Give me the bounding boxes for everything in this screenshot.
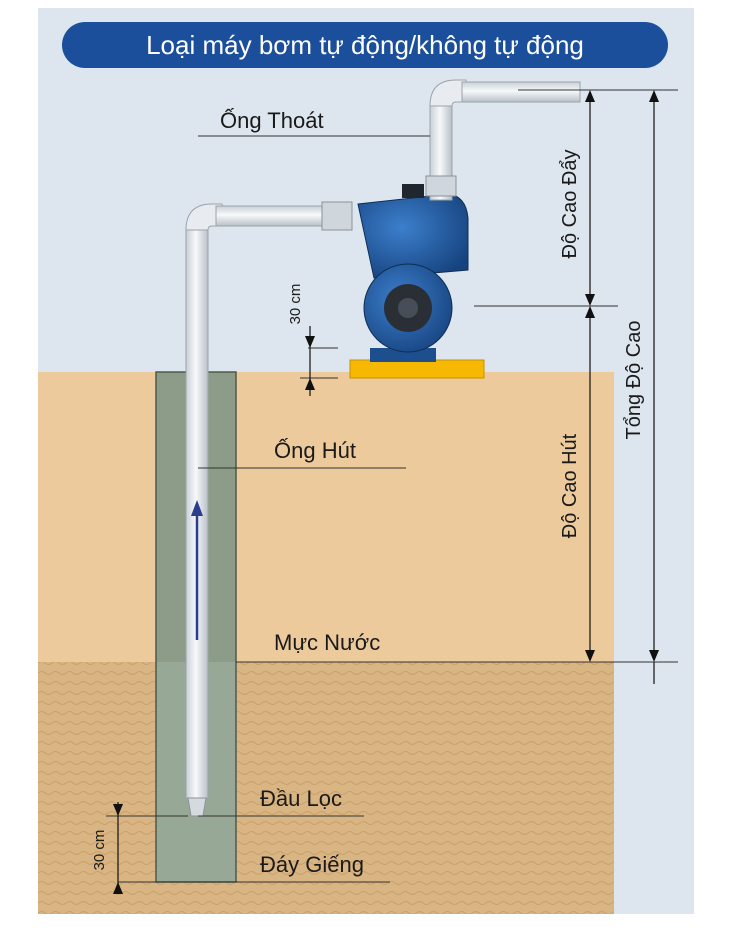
pump-priming-cap <box>402 184 424 198</box>
diagram-title: Loại máy bơm tự động/không tự động <box>146 30 584 60</box>
pump-diagram: Loại máy bơm tự động/không tự động <box>38 8 694 914</box>
suction-pipe-label: Ống Hút <box>274 437 356 463</box>
saturated-soil-layer <box>38 662 614 914</box>
pump-base <box>349 359 485 379</box>
flow-arrow-head <box>191 500 203 516</box>
filter-clearance-arrow-top <box>113 804 123 816</box>
outlet-coupling <box>425 175 457 197</box>
discharge-height-arrow-top <box>585 90 595 102</box>
filter-clearance-label: 30 cm <box>91 830 108 871</box>
discharge-height-label: Độ Cao Đẩy <box>559 150 581 259</box>
total-height-arrow-top <box>649 90 659 102</box>
pump-shaft <box>398 298 418 318</box>
outlet-pipe-label: Ống Thoát <box>220 107 324 133</box>
pump-clearance-label: 30 cm <box>287 284 304 325</box>
suction-height-label: Độ Cao Hút <box>559 433 581 538</box>
inlet-coupling <box>321 201 353 231</box>
discharge-height-arrow-bottom <box>585 294 595 306</box>
suction-height-arrow-bottom <box>585 650 595 662</box>
pump-clearance-arrow-top <box>305 336 315 348</box>
filter-clearance-arrow-bottom <box>113 882 123 894</box>
suction-height-arrow-top <box>585 306 595 318</box>
total-height-label: Tổng Độ Cao <box>623 321 645 440</box>
diagram-frame: Loại máy bơm tự động/không tự động <box>38 8 694 914</box>
soil-layer <box>38 372 614 662</box>
water-level-label: Mực Nước <box>274 630 380 655</box>
outlet-pipe-horizontal <box>461 81 581 103</box>
title-banner <box>62 22 668 68</box>
filter-head <box>187 797 207 817</box>
total-height-arrow-bottom <box>649 650 659 662</box>
pump-clearance-arrow-bottom <box>305 378 315 390</box>
well-bottom-label: Đáy Giếng <box>260 852 364 877</box>
inlet-pipe <box>215 205 325 227</box>
filter-head-label: Đầu Lọc <box>260 786 342 811</box>
pump-foot <box>370 348 436 362</box>
